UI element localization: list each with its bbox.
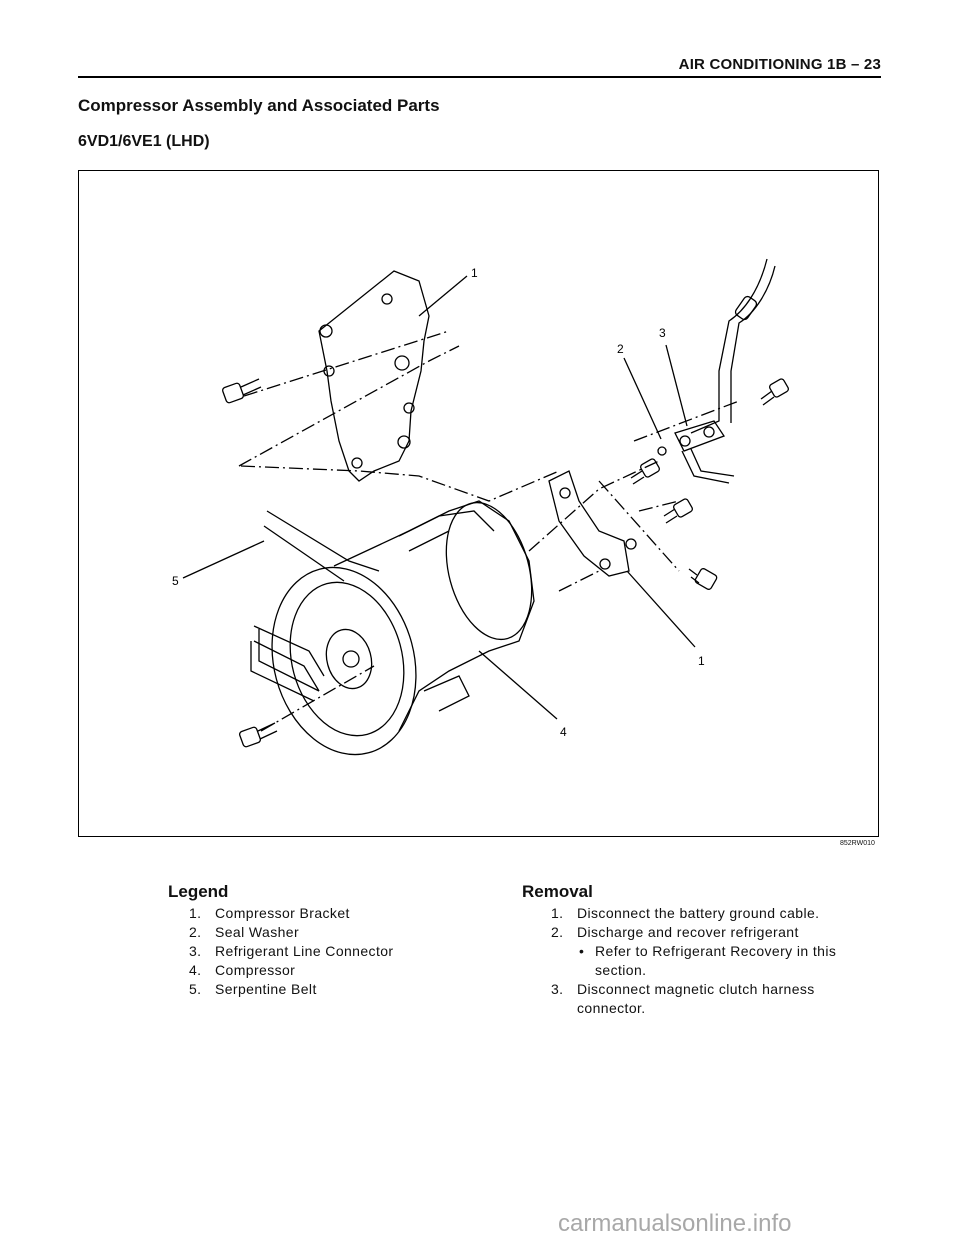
callout-4: 4 bbox=[560, 725, 567, 739]
compressor-body bbox=[333, 500, 535, 732]
legend-item-number: 3. bbox=[189, 943, 202, 959]
legend-item: 3. Refrigerant Line Connector bbox=[168, 942, 488, 961]
removal-step-number: 1. bbox=[551, 905, 564, 921]
removal-step: 1. Disconnect the battery ground cable. bbox=[522, 904, 882, 923]
section-title: Compressor Assembly and Associated Parts bbox=[78, 96, 440, 115]
bolt-right-lower bbox=[688, 568, 718, 590]
removal-step-text: Disconnect magnetic clutch harness conne… bbox=[577, 981, 815, 1016]
bolt-connector bbox=[630, 458, 660, 485]
legend-item: 2. Seal Washer bbox=[168, 923, 488, 942]
seal-washer bbox=[625, 538, 637, 550]
leader-line bbox=[665, 344, 688, 427]
callout-2: 2 bbox=[617, 342, 624, 356]
watermark-text: carmanualsonline.info bbox=[558, 1210, 792, 1237]
bolt-upper-left bbox=[222, 378, 262, 404]
upper-compressor-bracket bbox=[318, 270, 430, 482]
legend-item-number: 5. bbox=[189, 981, 202, 997]
bracket-hole bbox=[351, 457, 363, 469]
legend-item-text: Serpentine Belt bbox=[215, 981, 317, 997]
legend-item-number: 4. bbox=[189, 962, 202, 978]
leader-line bbox=[623, 357, 662, 440]
removal-substep: • Refer to Refrigerant Recovery in this s… bbox=[522, 942, 882, 980]
legend-item-number: 1. bbox=[189, 905, 202, 921]
leader-line bbox=[418, 275, 468, 317]
header-rule bbox=[78, 76, 881, 78]
legend-item-text: Refrigerant Line Connector bbox=[215, 943, 394, 959]
compressor-pulley bbox=[271, 566, 417, 756]
removal-step-text: Disconnect the battery ground cable. bbox=[577, 905, 820, 921]
legend-item: 5. Serpentine Belt bbox=[168, 980, 488, 999]
seal-washer bbox=[657, 446, 667, 456]
removal-section: Removal 1. Disconnect the battery ground … bbox=[522, 882, 882, 1018]
page-header-title: AIR CONDITIONING 1B – 23 bbox=[678, 56, 881, 73]
bolt-upper-right bbox=[760, 378, 789, 406]
serpentine-belt bbox=[253, 510, 380, 692]
bracket-hole bbox=[403, 402, 415, 414]
removal-step-number: 2. bbox=[551, 924, 564, 940]
bolt-lower-left bbox=[239, 722, 278, 748]
legend-item: 1. Compressor Bracket bbox=[168, 904, 488, 923]
bracket-hole bbox=[599, 558, 611, 570]
legend-item: 4. Compressor bbox=[168, 961, 488, 980]
exploded-view-figure: 1 2 3 5 1 4 bbox=[78, 170, 879, 837]
callout-3: 3 bbox=[659, 326, 666, 340]
bracket-hole bbox=[323, 365, 335, 377]
leader-line bbox=[478, 650, 558, 720]
bracket-hole bbox=[397, 435, 411, 449]
removal-step-text: Discharge and recover refrigerant bbox=[577, 924, 799, 940]
legend-item-number: 2. bbox=[189, 924, 202, 940]
legend-item-text: Compressor bbox=[215, 962, 296, 978]
legend-item-text: Seal Washer bbox=[215, 924, 300, 940]
refrigerant-line-connector bbox=[674, 420, 725, 452]
removal-step: 2. Discharge and recover refrigerant bbox=[522, 923, 882, 942]
bracket-hole bbox=[559, 487, 571, 499]
callout-1-lower: 1 bbox=[698, 654, 705, 668]
refrigerant-line bbox=[690, 258, 776, 434]
legend-section: Legend 1. Compressor Bracket 2. Seal Washe… bbox=[168, 882, 488, 999]
removal-heading: Removal bbox=[522, 882, 593, 901]
bracket-hole bbox=[381, 293, 393, 305]
compressor-diagram: 1 2 3 5 1 4 bbox=[172, 258, 789, 756]
section-subtitle: 6VD1/6VE1 (LHD) bbox=[78, 133, 210, 150]
removal-substep-text: Refer to Refrigerant Recovery in this se… bbox=[595, 943, 837, 978]
bullet-icon: • bbox=[579, 943, 585, 959]
removal-step-number: 3. bbox=[551, 981, 564, 997]
removal-step: 3. Disconnect magnetic clutch harness con… bbox=[522, 980, 882, 1018]
callout-1-upper: 1 bbox=[471, 266, 478, 280]
lower-compressor-bracket bbox=[548, 470, 630, 577]
leader-line bbox=[626, 570, 696, 648]
leader-line bbox=[182, 540, 265, 579]
legend-heading: Legend bbox=[168, 882, 229, 901]
bracket-hole bbox=[319, 324, 333, 338]
callout-5: 5 bbox=[172, 574, 179, 588]
legend-item-text: Compressor Bracket bbox=[215, 905, 350, 921]
bolt-right-mid bbox=[663, 498, 693, 524]
bracket-hole bbox=[394, 355, 410, 371]
figure-code: 852RW010 bbox=[840, 840, 875, 847]
